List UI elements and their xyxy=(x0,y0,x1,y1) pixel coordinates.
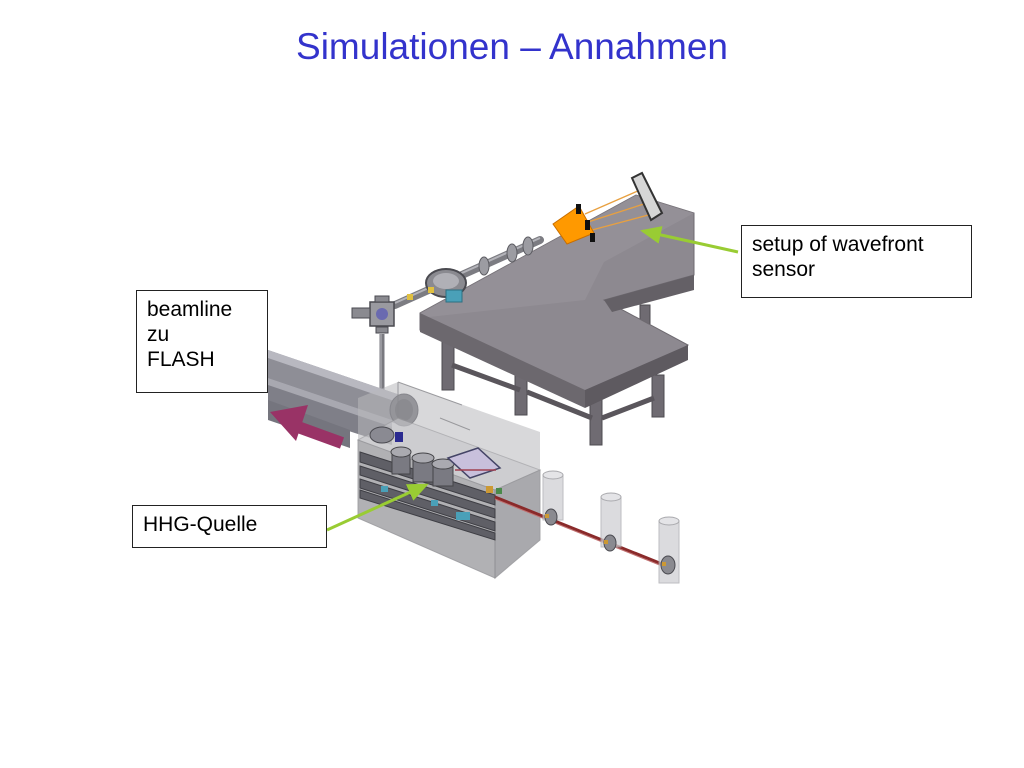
label-hhg-text: HHG-Quelle xyxy=(143,513,258,536)
wavefront-sensor-setup xyxy=(552,171,664,245)
label-wavefront-sensor: setup of wavefront sensor xyxy=(741,225,972,298)
label-beamline-line-3: FLASH xyxy=(147,348,215,371)
label-beamline-flash: beamline zu FLASH xyxy=(136,290,268,393)
callout-arrows xyxy=(326,226,739,532)
label-beamline-line-2: zu xyxy=(147,323,170,346)
slide-title: Simulationen – Annahmen xyxy=(296,26,728,67)
optical-table xyxy=(419,194,695,446)
downstream-beamline xyxy=(494,470,680,584)
flash-direction-arrow xyxy=(270,405,345,449)
label-beamline-line-1: beamline xyxy=(147,298,233,321)
label-wavefront-line-1: setup of wavefront xyxy=(752,233,924,256)
label-hhg-source: HHG-Quelle xyxy=(132,505,327,548)
table-beam-pipe xyxy=(391,236,544,309)
label-wavefront-line-2: sensor xyxy=(752,258,816,281)
